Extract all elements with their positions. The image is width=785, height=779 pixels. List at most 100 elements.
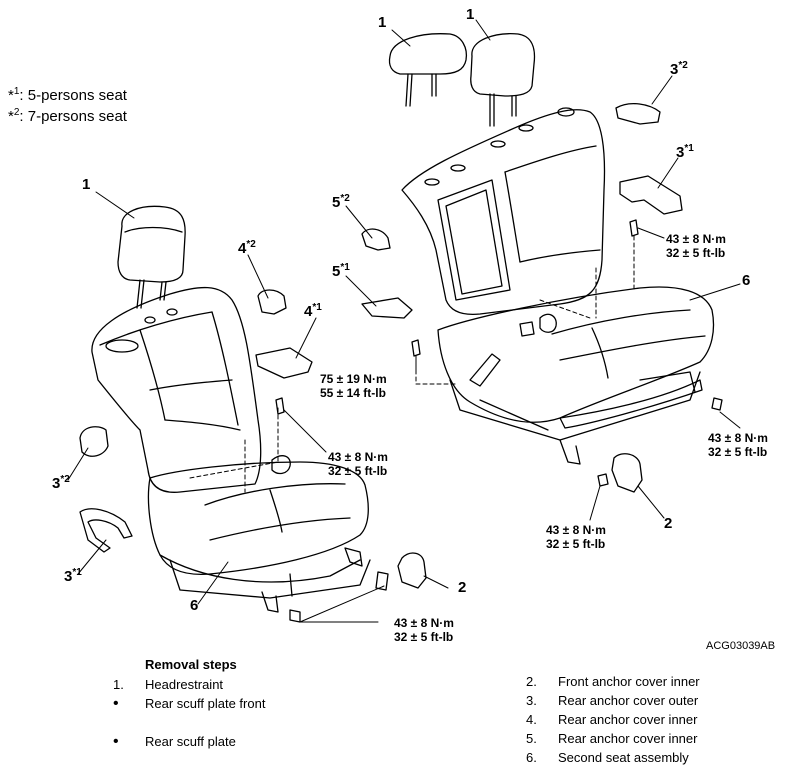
callout-star: *1 (340, 262, 350, 273)
callout-3-1-left: 3*1 (64, 567, 82, 585)
legend-sup: 1 (13, 86, 20, 97)
left-cover-4-1 (255, 347, 313, 379)
right-bolt-rear (711, 397, 723, 411)
legend-note-7-persons: *2: 7-persons seat (8, 103, 127, 127)
callout-star: *2 (246, 239, 256, 250)
left-bolt-upper (275, 397, 285, 415)
leader-lines (67, 19, 741, 623)
callout-star: *1 (684, 143, 694, 154)
list-item: 5. Rear anchor cover inner (526, 729, 700, 748)
step-text: Rear anchor cover inner (558, 731, 698, 746)
step-number: 5. (526, 731, 537, 746)
step-text: Rear anchor cover outer (558, 693, 699, 708)
torque-ftlb: 32 ± 5 ft-lb (394, 630, 454, 644)
list-item: 3. Rear anchor cover outer (526, 691, 700, 710)
left-backrest (91, 286, 291, 493)
callout-1-left: 1 (82, 176, 91, 193)
torque-nm: 43 ± 8 N·m (394, 616, 454, 630)
left-cover-3-2 (79, 426, 109, 457)
list-item: 1. Headrestraint (113, 675, 265, 694)
step-number: 4. (526, 712, 537, 727)
torque-nm: 43 ± 8 N·m (666, 232, 726, 246)
callout-number: 5 (332, 194, 341, 211)
right-headrest-left (388, 33, 468, 107)
legend-note-5-persons: *1: 5-persons seat (8, 82, 127, 106)
torque-ftlb: 32 ± 5 ft-lb (708, 445, 768, 459)
torque-spec-right-backrest: 43 ± 8 N·m 32 ± 5 ft-lb (666, 232, 726, 260)
right-cover-3-1 (619, 175, 683, 215)
left-seat-assembly (91, 205, 371, 613)
callout-5-2: 5*2 (332, 193, 350, 211)
list-item: 2. Front anchor cover inner (526, 672, 700, 691)
left-cover-3-1 (79, 508, 133, 553)
removal-steps-title: Removal steps (145, 657, 237, 672)
right-bolt-left (411, 339, 421, 357)
right-cover-5-2 (361, 228, 391, 251)
torque-ftlb: 32 ± 5 ft-lb (546, 537, 606, 551)
step-number: 2. (526, 674, 537, 689)
torque-spec-right-front: 43 ± 8 N·m 32 ± 5 ft-lb (546, 523, 606, 551)
callout-2-left: 2 (458, 579, 467, 596)
left-bolt-front (375, 571, 389, 591)
right-bolt-front (597, 473, 609, 487)
callout-3-2-left: 3*2 (52, 474, 70, 492)
left-small-parts (79, 289, 427, 623)
torque-nm: 43 ± 8 N·m (328, 450, 388, 464)
callout-number: 3 (670, 61, 679, 78)
figure-code: ACG03039AB (706, 640, 776, 652)
step-text: Rear scuff plate (145, 734, 236, 749)
right-seat-assembly (388, 33, 715, 465)
left-cushion (147, 461, 371, 613)
list-item: •Rear scuff plate front (113, 694, 265, 713)
legend-sup: 2 (13, 107, 20, 118)
callout-star: *2 (60, 474, 70, 485)
right-headrest-right (470, 33, 536, 127)
callout-4-1: 4*1 (304, 302, 322, 320)
list-item: • Rear scuff plate (113, 732, 265, 751)
torque-nm: 43 ± 8 N·m (708, 431, 768, 445)
callout-number: 3 (52, 475, 61, 492)
bullet-icon: • (113, 733, 119, 750)
removal-steps-left: 1.Headrestraint •Rear scuff plate front … (113, 675, 265, 751)
torque-spec-right-rear: 43 ± 8 N·m 32 ± 5 ft-lb (708, 431, 768, 459)
callout-5-1: 5*1 (332, 262, 350, 280)
callout-4-2: 4*2 (238, 239, 256, 257)
callout-star: *2 (678, 60, 688, 71)
right-cover-5-1 (361, 297, 413, 319)
left-cover-4-2 (257, 289, 287, 315)
right-bolt-backrest (629, 219, 639, 237)
callout-3-2-right: 3*2 (670, 60, 688, 78)
exploded-seat-diagram (67, 19, 741, 623)
callout-star: *2 (340, 193, 350, 204)
torque-spec-right-left-bolt: 75 ± 19 N·m 55 ± 14 ft-lb (320, 372, 387, 400)
left-bolt-rear (289, 609, 301, 623)
left-hidden-lines (189, 407, 279, 493)
step-number: 3. (526, 693, 537, 708)
legend-text: : 7-persons seat (19, 108, 127, 125)
step-text: Second seat assembly (558, 750, 689, 765)
left-front-anchor-cover (397, 552, 427, 589)
torque-ftlb: 32 ± 5 ft-lb (328, 464, 388, 478)
callout-star: *1 (312, 302, 322, 313)
callout-3-1-right: 3*1 (676, 143, 694, 161)
legend-text: : 5-persons seat (19, 87, 127, 104)
torque-spec-left-upper: 43 ± 8 N·m 32 ± 5 ft-lb (328, 450, 388, 478)
step-text: Headrestraint (145, 677, 224, 692)
bullet-icon: • (113, 695, 119, 712)
callout-6-right: 6 (742, 272, 751, 289)
right-backrest (401, 107, 606, 337)
callout-number: 4 (304, 303, 313, 320)
step-number: 1. (113, 677, 124, 692)
callout-star: *1 (72, 567, 82, 578)
callout-number: 3 (676, 144, 685, 161)
right-cover-3-2 (615, 102, 661, 125)
left-headrest (117, 205, 186, 309)
legend-marker: * (8, 87, 14, 104)
list-item: 4.Rear anchor cover inner (526, 710, 700, 729)
callout-number: 5 (332, 263, 341, 280)
torque-ftlb: 55 ± 14 ft-lb (320, 386, 386, 400)
step-text: Front anchor cover inner (558, 674, 700, 689)
callout-1-right-b: 1 (466, 6, 475, 23)
torque-nm: 43 ± 8 N·m (546, 523, 606, 537)
callout-6-left: 6 (190, 597, 199, 614)
